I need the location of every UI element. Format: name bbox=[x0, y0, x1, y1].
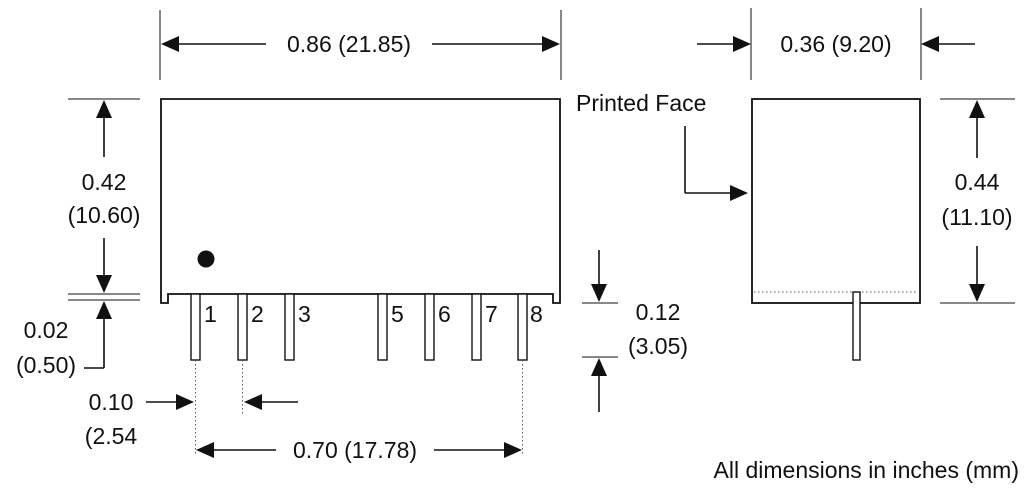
pin-3-label: 3 bbox=[298, 301, 311, 327]
pin-2-label: 2 bbox=[251, 301, 264, 327]
pin1-marker-dot bbox=[197, 250, 215, 268]
pin-6-label: 6 bbox=[438, 301, 451, 327]
body-height-mm-label: (10.60) bbox=[68, 202, 141, 228]
printed-face-arrow bbox=[730, 185, 748, 201]
overall-width-dimension: 0.86 (21.85) bbox=[159, 10, 562, 80]
pin-6-lead bbox=[424, 293, 435, 361]
pin-pitch-mm-label: (2.54 bbox=[85, 423, 138, 449]
pin-5-label: 5 bbox=[391, 301, 404, 327]
pin-length-dimension: 0.12 (3.05) bbox=[582, 250, 688, 412]
pin-span-dimension: 0.70 (17.78) bbox=[196, 437, 522, 463]
pin-7-label: 7 bbox=[485, 301, 498, 327]
pin-3-lead bbox=[284, 293, 295, 361]
pin-8-lead bbox=[517, 293, 528, 361]
side-body-outline bbox=[751, 98, 921, 304]
body-height-inch-label: 0.42 bbox=[82, 169, 127, 195]
side-height-inch-label: 0.44 bbox=[955, 169, 1000, 195]
side-width-dimension: 0.36 (9.20) bbox=[697, 8, 975, 80]
standoff-mm-label: (0.50) bbox=[16, 352, 76, 378]
pin-1-lead bbox=[190, 293, 201, 361]
pin-span-label: 0.70 (17.78) bbox=[293, 437, 417, 463]
body-height-dimension: 0.42 (10.60) bbox=[68, 98, 141, 295]
side-width-label: 0.36 (9.20) bbox=[780, 31, 891, 57]
standoff-inch-label: 0.02 bbox=[24, 317, 69, 343]
side-view bbox=[751, 98, 921, 361]
pin-pitch-inch-label: 0.10 bbox=[89, 389, 134, 415]
units-note: All dimensions in inches (mm) bbox=[714, 457, 1019, 483]
overall-width-label: 0.86 (21.85) bbox=[287, 31, 411, 57]
pin-7-lead bbox=[471, 293, 482, 361]
printed-face-callout: Printed Face bbox=[576, 90, 748, 201]
pin-2-lead bbox=[237, 293, 248, 361]
pin-1-label: 1 bbox=[204, 301, 217, 327]
side-height-dimension: 0.44 (11.10) bbox=[940, 98, 1015, 304]
front-body-outline bbox=[160, 98, 561, 304]
side-height-mm-label: (11.10) bbox=[941, 204, 1012, 230]
front-view: 1 2 3 5 6 7 8 bbox=[160, 98, 561, 455]
pin-length-mm-label: (3.05) bbox=[628, 333, 688, 359]
pin-8-label: 8 bbox=[530, 301, 543, 327]
pin-5-lead bbox=[377, 293, 388, 361]
standoff-dimension: 0.02 (0.50) bbox=[16, 299, 140, 378]
pin-length-inch-label: 0.12 bbox=[636, 299, 681, 325]
side-pin-lead bbox=[852, 291, 861, 361]
printed-face-label: Printed Face bbox=[576, 90, 706, 116]
pin-pitch-dimension: 0.10 (2.54 bbox=[85, 389, 298, 449]
